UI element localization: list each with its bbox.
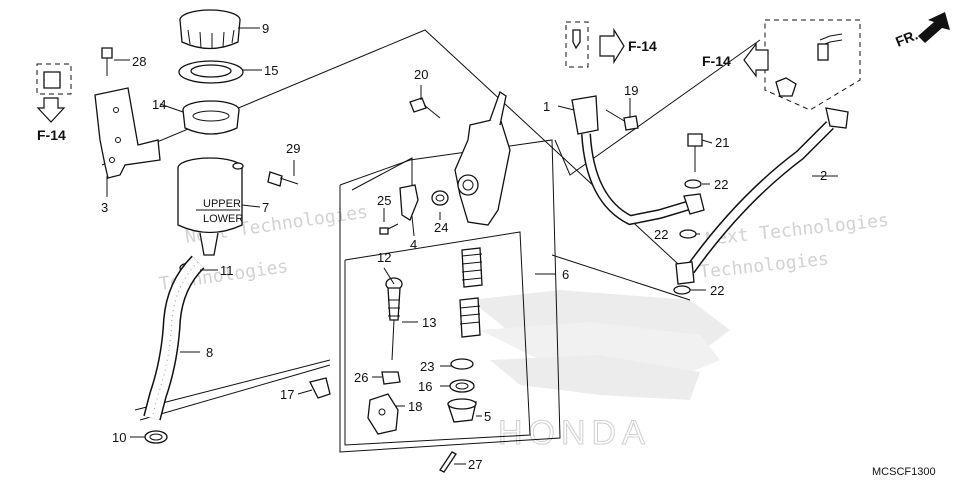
callout-26: 26 bbox=[354, 370, 368, 385]
callout-28: 28 bbox=[132, 54, 146, 69]
hose-clip-10 bbox=[144, 430, 168, 444]
callout-24: 24 bbox=[434, 220, 448, 235]
ref-f14-left: F-14 bbox=[36, 63, 72, 143]
callout-23: 23 bbox=[420, 359, 434, 374]
honda-wing-watermark bbox=[470, 290, 730, 400]
callout-22-bottom: 22 bbox=[710, 283, 724, 298]
pin-17 bbox=[309, 377, 331, 399]
callout-4: 4 bbox=[410, 237, 417, 252]
callout-20: 20 bbox=[414, 67, 428, 82]
ref-f14-label-left: F-14 bbox=[37, 127, 66, 143]
ref-f14-label-center: F-14 bbox=[628, 38, 657, 54]
honda-brand-watermark: HONDA bbox=[498, 414, 651, 452]
washer-23 bbox=[450, 358, 474, 370]
callout-2: 2 bbox=[820, 168, 827, 183]
callout-13: 13 bbox=[422, 315, 436, 330]
reservoir-cap bbox=[179, 9, 241, 50]
brake-hose-1 bbox=[571, 95, 705, 226]
callout-numbers: 9 15 14 28 7 29 11 8 10 3 1 19 2 21 22 2… bbox=[101, 21, 827, 472]
callout-14: 14 bbox=[152, 97, 166, 112]
callout-10: 10 bbox=[112, 430, 126, 445]
push-rod bbox=[385, 277, 403, 361]
callout-11: 11 bbox=[220, 263, 234, 278]
springs bbox=[459, 247, 483, 338]
master-cylinder-body bbox=[454, 90, 511, 226]
callout-21: 21 bbox=[715, 135, 729, 150]
callout-12: 12 bbox=[377, 250, 391, 265]
bolt-20 bbox=[409, 97, 441, 119]
reservoir-upper-mark: UPPER bbox=[203, 198, 241, 210]
reservoir-lower-mark: LOWER bbox=[203, 213, 243, 225]
callout-6: 6 bbox=[562, 267, 569, 282]
leader-lines bbox=[106, 27, 838, 465]
nut-26 bbox=[381, 371, 401, 385]
front-direction-arrow: FR. bbox=[893, 12, 950, 50]
callout-17: 17 bbox=[280, 387, 294, 402]
callout-9: 9 bbox=[262, 21, 269, 36]
callout-18: 18 bbox=[408, 399, 422, 414]
callout-22-mid: 22 bbox=[654, 227, 668, 242]
o-ring-24 bbox=[431, 190, 449, 206]
circlip-16 bbox=[449, 379, 475, 393]
front-direction-label: FR. bbox=[893, 26, 920, 49]
callout-29: 29 bbox=[286, 141, 300, 156]
callout-16: 16 bbox=[418, 379, 432, 394]
callout-5: 5 bbox=[484, 409, 491, 424]
diaphragm bbox=[182, 100, 240, 135]
reservoir-bracket bbox=[94, 87, 161, 179]
callout-8: 8 bbox=[206, 345, 213, 360]
watermark-technologies-right: Technologies bbox=[698, 248, 830, 282]
callout-27: 27 bbox=[468, 457, 482, 472]
callout-19: 19 bbox=[624, 83, 638, 98]
ref-f14-top-right: F-14 bbox=[702, 19, 861, 111]
joint-4 bbox=[379, 184, 419, 235]
callout-22-top: 22 bbox=[714, 177, 728, 192]
bolt-19 bbox=[605, 109, 639, 131]
ref-f14-label-right: F-14 bbox=[702, 53, 731, 69]
callout-7: 7 bbox=[262, 200, 269, 215]
brake-hose-2 bbox=[675, 107, 849, 285]
bolt-29 bbox=[267, 171, 299, 187]
sealing-washers-22 bbox=[673, 179, 702, 295]
callout-25: 25 bbox=[377, 193, 391, 208]
reservoir-hose bbox=[143, 255, 205, 421]
boot-5 bbox=[447, 398, 477, 423]
callout-15: 15 bbox=[264, 63, 278, 78]
bolt-28 bbox=[101, 47, 113, 76]
joint-18 bbox=[367, 393, 399, 435]
ref-f14-top-center: F-14 bbox=[565, 21, 657, 68]
cotter-pin-27 bbox=[439, 451, 457, 473]
callout-1: 1 bbox=[543, 99, 550, 114]
diagram-code: MCSCF1300 bbox=[872, 466, 936, 478]
diaphragm-plate bbox=[178, 60, 244, 84]
bolt-21 bbox=[687, 133, 703, 172]
callout-3: 3 bbox=[101, 200, 108, 215]
reservoir-tank: UPPER LOWER bbox=[177, 157, 244, 256]
